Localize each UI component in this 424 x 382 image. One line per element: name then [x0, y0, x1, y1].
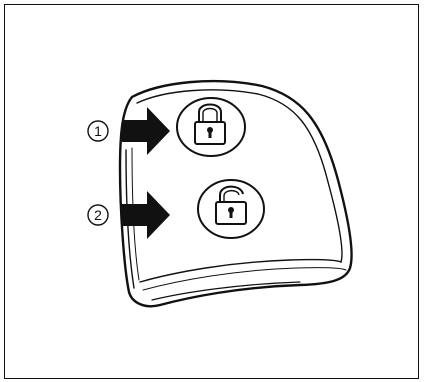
- callout-1: 1: [88, 121, 108, 141]
- callout-number-2: 2: [94, 207, 102, 223]
- unlock-button: [198, 180, 264, 238]
- callout-2: 2: [88, 205, 108, 225]
- lock-button: [177, 98, 245, 156]
- callout-number-1: 1: [94, 123, 102, 139]
